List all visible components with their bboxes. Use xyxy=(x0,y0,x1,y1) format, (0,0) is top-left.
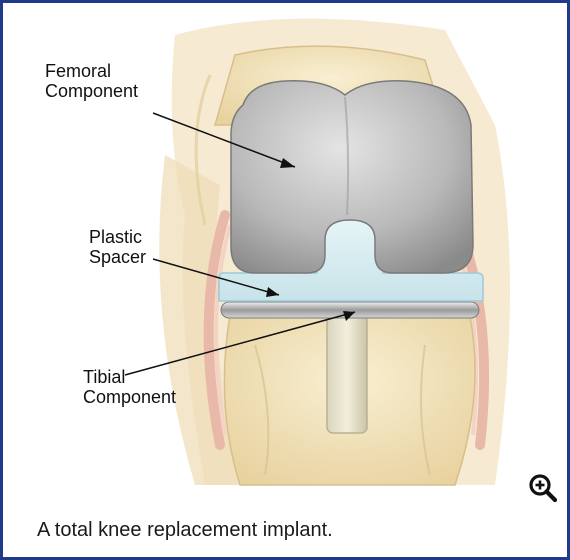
label-tibial-line1: Tibial xyxy=(83,367,125,387)
zoom-in-icon xyxy=(528,473,558,503)
knee-implant-illustration: Femoral Component Plastic Spacer Tibial … xyxy=(25,15,545,493)
label-spacer-line1: Plastic xyxy=(89,227,142,247)
label-femoral-line2: Component xyxy=(45,81,138,101)
tibial-stem xyxy=(327,315,367,433)
label-femoral-line1: Femoral xyxy=(45,61,111,81)
label-spacer-line2: Spacer xyxy=(89,247,146,267)
figure-caption: A total knee replacement implant. xyxy=(37,519,333,542)
zoom-in-button[interactable] xyxy=(528,473,558,503)
label-tibial-line2: Component xyxy=(83,387,176,407)
